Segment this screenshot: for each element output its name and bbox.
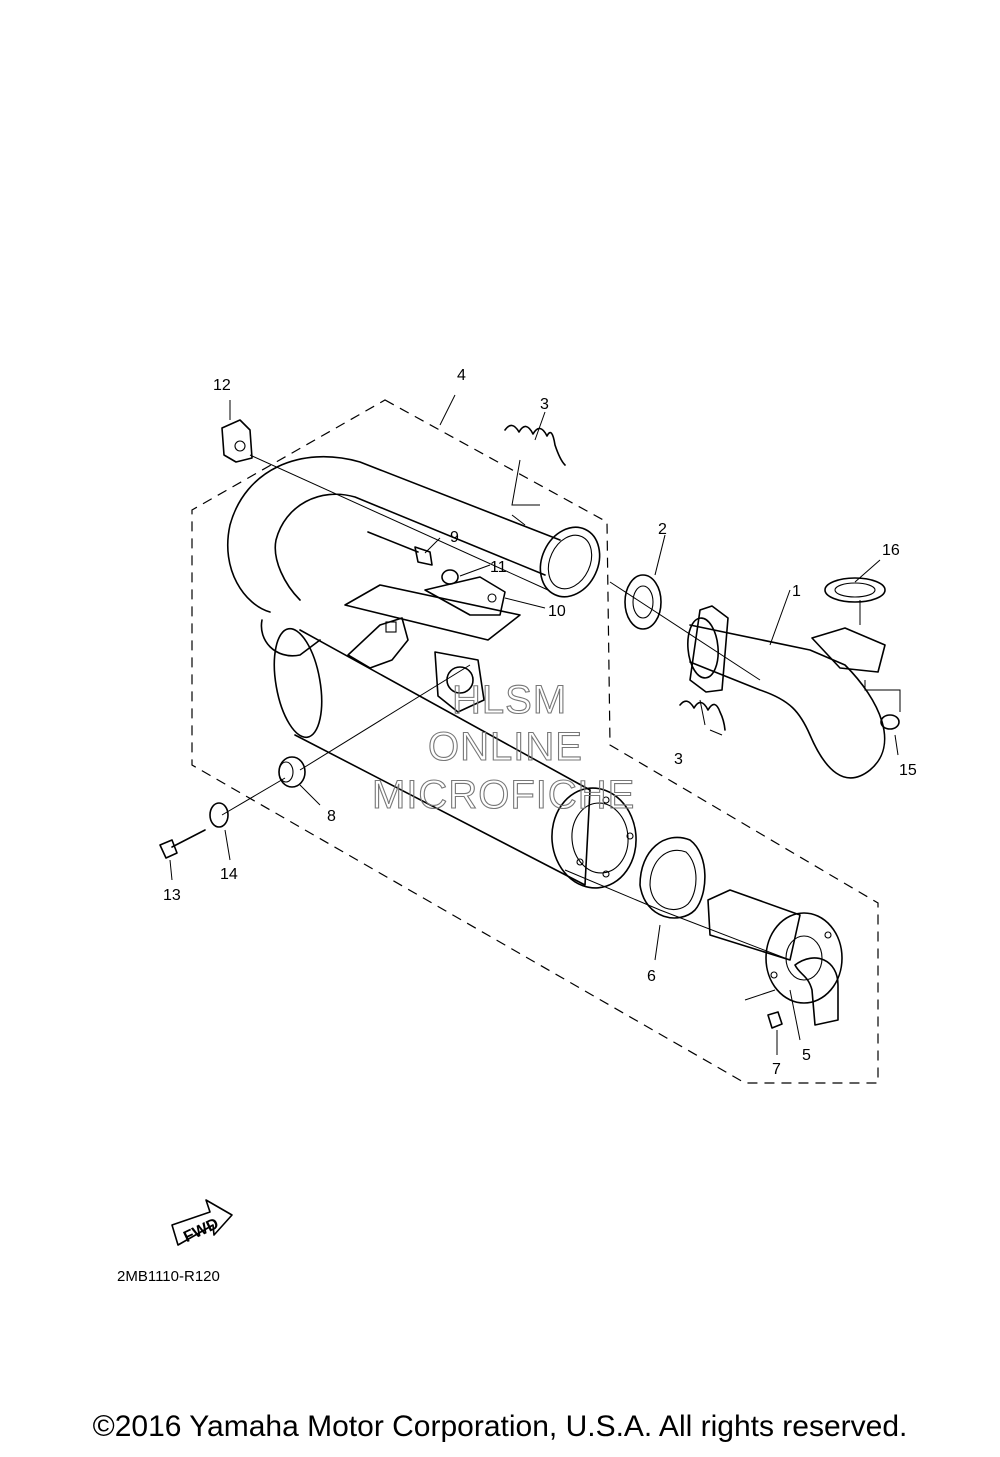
copyright-notice: ©2016 Yamaha Motor Corporation, U.S.A. A… — [92, 1410, 908, 1443]
callout-13: 13 — [163, 887, 181, 904]
leader-lines — [169, 394, 901, 1055]
spring-upper — [504, 424, 566, 466]
callout-15: 15 — [899, 762, 917, 779]
grommet-8 — [278, 756, 306, 788]
callout-labels: 1 2 3 3 4 5 6 7 8 9 10 11 12 13 14 15 16 — [163, 367, 917, 1078]
diagram-code: 2MB1110-R120 — [117, 1268, 220, 1285]
gasket-ring — [624, 574, 662, 630]
assembly-outline-dashed — [191, 399, 879, 1084]
callout-5: 5 — [802, 1047, 811, 1064]
gasket-6 — [639, 836, 706, 919]
bolt-9 — [367, 531, 433, 566]
callout-12: 12 — [213, 377, 231, 394]
bracket-plate — [344, 576, 521, 641]
watermark: HLSM ONLINE MICROFICHE — [371, 677, 635, 817]
callout-4: 4 — [457, 367, 466, 384]
header-pipe — [227, 455, 601, 657]
watermark-line2: ONLINE — [428, 725, 583, 769]
callout-11: 11 — [490, 559, 507, 576]
callout-10: 10 — [548, 603, 566, 620]
bolt-7 — [767, 1011, 783, 1029]
washer-14 — [209, 802, 229, 828]
washer-11 — [441, 569, 459, 585]
watermark-line3: MICROFICHE — [372, 773, 635, 817]
muffler-bracket — [347, 617, 485, 713]
callout-3b: 3 — [674, 751, 683, 768]
exhaust-pipe — [687, 605, 886, 779]
nut-15 — [880, 714, 900, 730]
callout-8: 8 — [327, 808, 336, 825]
callout-3a: 3 — [540, 396, 549, 413]
callout-9: 9 — [450, 529, 459, 546]
callout-6: 6 — [647, 968, 656, 985]
gasket-16 — [824, 577, 886, 603]
bolt-13 — [159, 829, 206, 859]
callout-16: 16 — [882, 542, 900, 559]
damper-12 — [221, 419, 253, 463]
muffler-body — [273, 627, 637, 889]
callout-7: 7 — [772, 1061, 781, 1078]
tailpipe-5 — [707, 889, 843, 1026]
watermark-line1: HLSM — [452, 678, 567, 722]
callout-2: 2 — [658, 521, 667, 538]
callout-14: 14 — [220, 866, 238, 883]
spring-lower — [679, 700, 726, 731]
fwd-arrow-icon: FWD — [171, 1199, 233, 1246]
callout-1: 1 — [792, 583, 801, 600]
